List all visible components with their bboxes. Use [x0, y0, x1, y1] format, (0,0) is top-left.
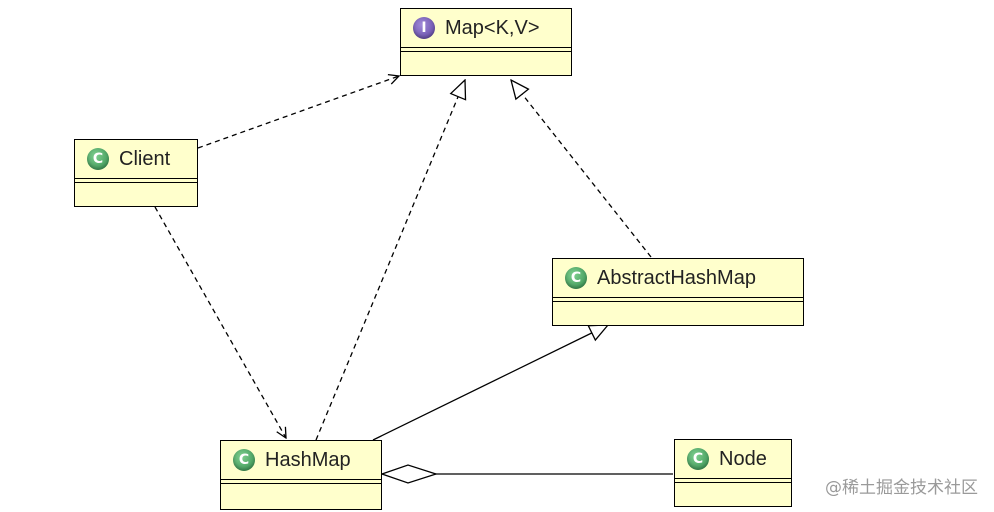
method-compartment	[675, 482, 791, 486]
method-compartment	[553, 301, 803, 305]
interface-icon: I	[413, 17, 435, 39]
class-icon: C	[87, 148, 109, 170]
attribute-compartment	[221, 479, 381, 483]
watermark-text: @稀土掘金技术社区	[825, 478, 978, 498]
class-box-hash-map[interactable]: C HashMap	[220, 440, 382, 510]
class-box-client[interactable]: C Client	[74, 139, 198, 207]
class-name-map: Map<K,V>	[445, 16, 540, 39]
edge-client-hashmap-dependency	[154, 206, 286, 438]
class-name-abstract-hash-map: AbstractHashMap	[597, 266, 756, 289]
edge-hashmap-map-realization	[315, 80, 465, 441]
class-name-client: Client	[119, 147, 171, 170]
class-icon: C	[687, 448, 709, 470]
attribute-compartment	[75, 178, 197, 182]
class-name-hash-map: HashMap	[265, 448, 351, 471]
edge-hashmap-abstract-generalization	[372, 325, 608, 441]
class-box-abstract-hash-map[interactable]: C AbstractHashMap	[552, 258, 804, 326]
class-box-map[interactable]: I Map<K,V>	[400, 8, 572, 76]
method-compartment	[75, 182, 197, 186]
class-icon: C	[565, 267, 587, 289]
attribute-compartment	[553, 297, 803, 301]
method-compartment	[401, 51, 571, 55]
class-box-node[interactable]: C Node	[674, 439, 792, 507]
attribute-compartment	[675, 478, 791, 482]
method-compartment	[221, 483, 381, 487]
edge-client-map-dependency	[197, 76, 399, 149]
class-name-node: Node	[719, 447, 767, 470]
class-icon: C	[233, 449, 255, 471]
attribute-compartment	[401, 47, 571, 51]
edge-abstract-map-realization	[511, 80, 652, 258]
